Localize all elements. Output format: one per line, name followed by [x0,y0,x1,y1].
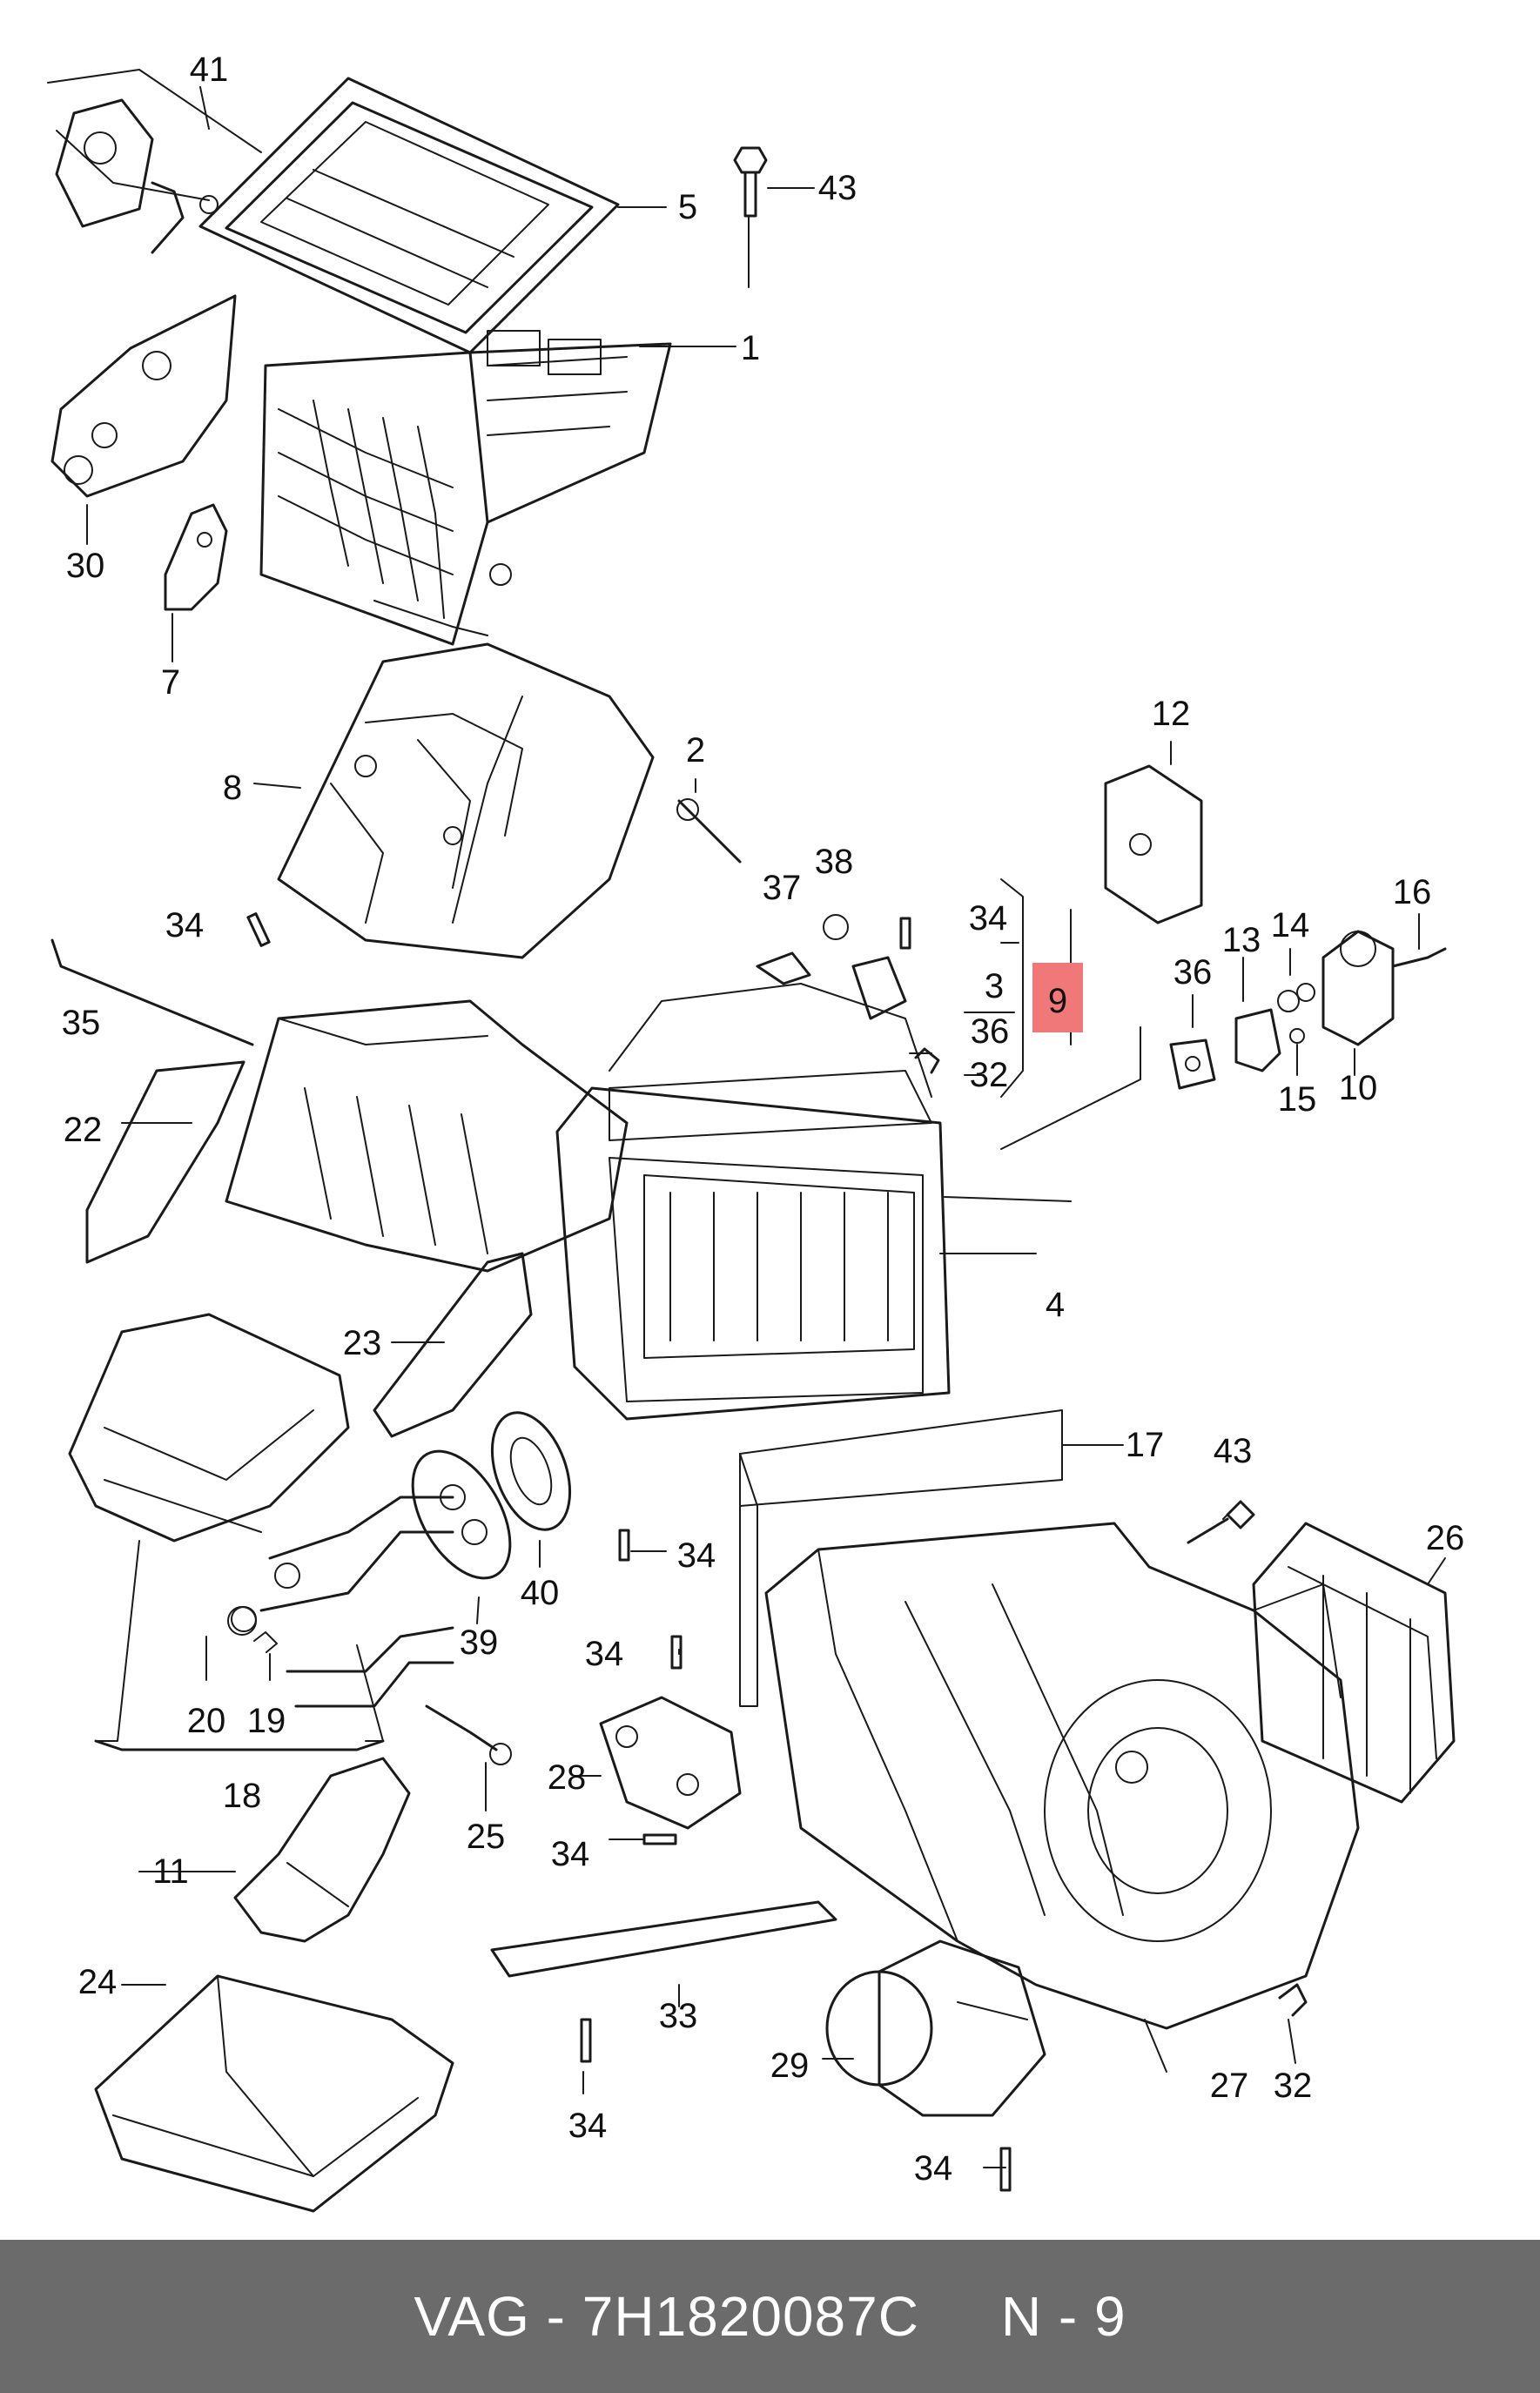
part-35-rod [50,938,254,1046]
callout-12: 12 [1151,695,1191,733]
callout-26: 26 [1425,1519,1465,1557]
callout-34-center-left: 34 [584,1635,624,1673]
callout-22: 22 [63,1111,103,1149]
callout-14: 14 [1270,906,1310,944]
part-26-resistor-grille [1252,1522,1456,1804]
part-28-control-unit [599,1696,742,1830]
part-11-duct [233,1757,411,1943]
callout-43-lower: 43 [1213,1432,1253,1470]
leader-lines [47,69,1446,2168]
callout-34-mid: 34 [676,1536,716,1575]
callout-4: 4 [1045,1286,1066,1324]
part-22-duct-cover [85,1060,245,1264]
callout-36-right: 36 [1173,953,1213,991]
part-23-duct-cover [373,1252,533,1438]
part-39-seal [411,1449,512,1580]
callout-9-highlighted: 9 [1047,982,1068,1020]
part-27-blower-housing [764,1522,1360,2030]
callout-28: 28 [547,1758,587,1797]
callout-34-bottom-right: 34 [913,2149,953,2188]
callout-32-lower: 32 [1273,2067,1313,2105]
callout-37: 37 [762,869,802,907]
callout-34-upper-left: 34 [165,906,205,944]
callout-25: 25 [466,1818,506,1856]
part-17-filter [739,1409,1063,1707]
callout-11: 11 [152,1852,189,1891]
callout-13: 13 [1221,921,1261,959]
callout-29: 29 [770,2047,810,2085]
part-7-bracket [164,503,228,611]
part-43-screw-top [733,146,768,218]
part-40-grommet [490,1411,572,1531]
callout-16: 16 [1392,873,1432,911]
callout-7: 7 [160,663,181,702]
highlight-marker [1032,963,1083,1032]
part-3-clip [851,956,907,1020]
part-4-evaporator-housing [555,983,951,1421]
callout-2: 2 [685,731,706,770]
callout-23: 23 [342,1324,382,1362]
callout-41: 41 [189,50,229,89]
part-43-screw-lower [1187,1500,1255,1544]
lower-left-housing [225,999,629,1273]
callout-17: 17 [1125,1426,1165,1464]
callout-34-lower-center: 34 [550,1835,590,1873]
exploded-view-drawing [47,69,1456,2213]
part-13-bracket [1234,1008,1281,1072]
part-16-screw [1391,947,1447,968]
part-number-caption: VAG - 7H1820087C N - 9 [414,2285,1126,2348]
callout-27: 27 [1209,2067,1249,2105]
screw-34-markers [246,912,1012,2192]
part-38-nut [823,914,849,940]
callout-36-center: 36 [970,1012,1010,1051]
callout-19: 19 [246,1702,286,1740]
callout-34-bottom-left: 34 [568,2107,608,2145]
part-24-tray [94,1974,454,2213]
part-33-strip [490,1900,837,1978]
part-12-expansion-cover [1104,764,1203,924]
part-number-footer: VAG - 7H1820087C N - 9 [0,2240,1540,2393]
callout-34-upper-right: 34 [968,899,1008,938]
callout-33: 33 [658,1997,698,2035]
callout-5: 5 [677,188,698,226]
callout-15: 15 [1277,1080,1317,1119]
part-19-clip [253,1631,278,1653]
callout-24: 24 [77,1963,118,2001]
part-18-heater-core [68,1313,454,1751]
part-5-frame [198,77,620,354]
part-20-clamp [227,1606,257,1636]
part-30-actuator-plate [50,294,237,498]
part-10-expansion-valve [1296,930,1395,1046]
part-29-blower-motor [825,1939,1046,2117]
part-1-distribution-housing [259,330,672,646]
callout-8: 8 [222,769,243,807]
part-8-housing-shell [277,642,655,959]
part-14-oring [1277,990,1300,1012]
part-36-gasket [1169,1039,1216,1090]
callout-18: 18 [222,1777,262,1815]
part-25-bolt [425,1704,512,1765]
callout-40: 40 [520,1574,560,1612]
callout-3: 3 [984,967,1005,1005]
callout-43-top: 43 [817,169,857,207]
callout-10: 10 [1338,1069,1378,1107]
callout-39: 39 [459,1623,499,1662]
callout-1: 1 [740,329,761,367]
callout-20: 20 [186,1702,226,1740]
callout-32-upper: 32 [969,1056,1009,1094]
callout-30: 30 [65,547,105,585]
part-37-bolt [756,951,811,985]
part-32-clip-lower [1278,1983,1308,2017]
callout-38: 38 [814,843,854,881]
part-2-sensor [676,798,742,864]
callout-35: 35 [61,1004,101,1042]
part-15-oring [1289,1028,1305,1044]
part-41-flap-lever [55,98,219,254]
